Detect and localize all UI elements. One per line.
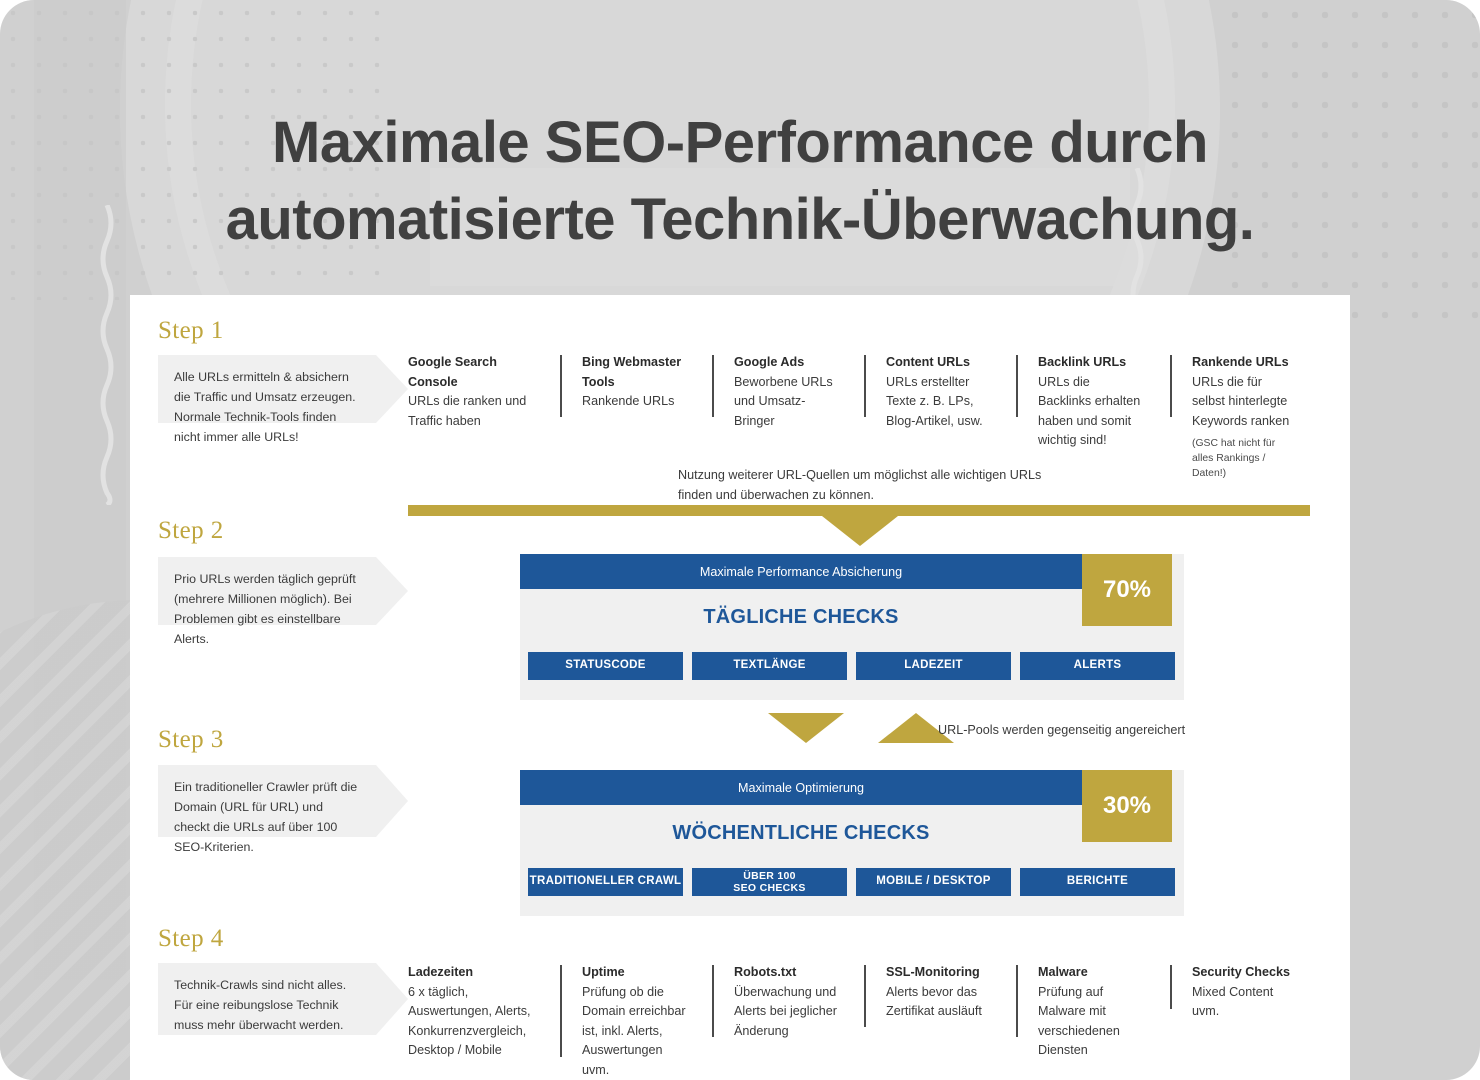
column-title: SSL-Monitoring bbox=[886, 965, 980, 979]
column-text: Prüfung auf Malware mit verschiedenen Di… bbox=[1038, 984, 1120, 1058]
column-text: Alerts bevor das Zertifikat ausläuft bbox=[886, 984, 982, 1019]
column-title: Content URLs bbox=[886, 355, 970, 369]
chip-mobile-desktop[interactable]: MOBILE / DESKTOP bbox=[856, 868, 1011, 896]
chip-ueber-100-seo-checks[interactable]: ÜBER 100 SEO CHECKS bbox=[692, 868, 847, 896]
chip-alerts[interactable]: ALERTS bbox=[1020, 652, 1175, 680]
column-title: Security Checks bbox=[1192, 965, 1291, 979]
column-title: Uptime bbox=[582, 965, 625, 979]
step-callout-4: Technik-Crawls sind nicht alles. Für ein… bbox=[158, 963, 408, 1035]
callout-arrow-icon bbox=[376, 557, 408, 625]
column-google-ads: Google Ads Beworbene URLs und Umsatz-Bri… bbox=[712, 353, 840, 481]
column-security-checks: Security Checks Mixed Content uvm. bbox=[1170, 963, 1298, 1080]
column-bing-webmaster-tools: Bing Webmaster Tools Rankende URLs bbox=[560, 353, 688, 481]
column-title: Google Ads bbox=[734, 355, 805, 369]
chip-berichte[interactable]: BERICHTE bbox=[1020, 868, 1175, 896]
step-callout-1: Alle URLs ermitteln & absichern die Traf… bbox=[158, 355, 408, 444]
connector-note-step1-step2: Nutzung weiterer URL-Quellen um möglichs… bbox=[678, 468, 1042, 503]
column-robots-txt: Robots.txt Überwachung und Alerts bei je… bbox=[712, 963, 840, 1080]
panel-bar-label-daily: Maximale Performance Absicherung bbox=[520, 554, 1082, 589]
chip-statuscode[interactable]: STATUSCODE bbox=[528, 652, 683, 680]
page-title: Maximale SEO-Performance durch automatis… bbox=[0, 104, 1480, 258]
diagram-card: Step 1 Alle URLs ermitteln & absichern d… bbox=[130, 295, 1350, 1080]
gold-connector-bar bbox=[408, 505, 1310, 516]
panel-chips-weekly: TRADITIONELLER CRAWL ÜBER 100 SEO CHECKS… bbox=[528, 868, 1176, 896]
panel-bar-label-weekly: Maximale Optimierung bbox=[520, 770, 1082, 805]
step-callout-2-text: Prio URLs werden täglich geprüft (mehrer… bbox=[158, 557, 376, 646]
step-label-4: Step 4 bbox=[158, 925, 224, 952]
column-note: (GSC hat nicht für alles Rankings / Date… bbox=[1192, 438, 1276, 479]
column-text: Beworbene URLs und Umsatz-Bringer bbox=[734, 374, 833, 428]
column-text: URLs die Backlinks erhalten haben und so… bbox=[1038, 374, 1141, 448]
panel-title-weekly: WÖCHENTLICHE CHECKS bbox=[672, 821, 930, 844]
chip-ladezeit[interactable]: LADEZEIT bbox=[856, 652, 1011, 680]
panel-percent-daily: 70% bbox=[1082, 554, 1172, 626]
panel-daily-checks: Maximale Performance Absicherung 70% TÄG… bbox=[520, 554, 1184, 700]
column-backlink-urls: Backlink URLs URLs die Backlinks erhalte… bbox=[1016, 353, 1146, 481]
chip-textlaenge[interactable]: TEXTLÄNGE bbox=[692, 652, 847, 680]
column-divider bbox=[1170, 355, 1172, 417]
panel-percent-weekly: 30% bbox=[1082, 770, 1172, 842]
column-rankende-urls: Rankende URLs URLs die für selbst hinter… bbox=[1170, 353, 1298, 481]
column-title: Rankende URLs bbox=[1192, 355, 1289, 369]
column-text: Mixed Content uvm. bbox=[1192, 984, 1274, 1019]
step-1-columns: Google Search Console URLs die ranken un… bbox=[408, 353, 1328, 481]
column-divider bbox=[560, 355, 562, 417]
column-ladezeiten: Ladezeiten 6 x täglich, Auswertungen, Al… bbox=[408, 963, 536, 1080]
column-text: 6 x täglich, Auswertungen, Alerts, Konku… bbox=[408, 984, 531, 1058]
gold-arrow-up-icon bbox=[878, 713, 954, 743]
column-text: URLs erstellter Texte z. B. LPs, Blog-Ar… bbox=[886, 374, 983, 428]
gold-arrow-down-icon bbox=[822, 516, 898, 546]
column-title: Malware bbox=[1038, 965, 1088, 979]
column-uptime: Uptime Prüfung ob die Domain erreichbar … bbox=[560, 963, 688, 1080]
column-divider bbox=[1016, 355, 1018, 417]
callout-arrow-icon bbox=[376, 355, 408, 423]
callout-arrow-icon bbox=[376, 765, 408, 837]
step-callout-4-text: Technik-Crawls sind nicht alles. Für ein… bbox=[158, 963, 376, 1035]
column-text: URLs die ranken und Traffic haben bbox=[408, 394, 527, 428]
panel-title-daily: TÄGLICHE CHECKS bbox=[703, 605, 899, 628]
step-label-3: Step 3 bbox=[158, 726, 224, 753]
column-title: Robots.txt bbox=[734, 965, 797, 979]
column-text: Rankende URLs bbox=[582, 394, 675, 409]
column-content-urls: Content URLs URLs erstellter Texte z. B.… bbox=[864, 353, 992, 481]
column-divider bbox=[864, 355, 866, 417]
column-divider bbox=[560, 965, 562, 1057]
panel-chips-daily: STATUSCODE TEXTLÄNGE LADEZEIT ALERTS bbox=[528, 652, 1176, 680]
column-title: Bing Webmaster Tools bbox=[582, 355, 682, 389]
column-divider bbox=[1170, 965, 1172, 1009]
column-divider bbox=[1016, 965, 1018, 1037]
column-title: Ladezeiten bbox=[408, 965, 474, 979]
column-divider bbox=[712, 355, 714, 417]
step-label-2: Step 2 bbox=[158, 517, 224, 544]
step-callout-3-text: Ein traditioneller Crawler prüft die Dom… bbox=[158, 765, 376, 854]
panel-weekly-checks: Maximale Optimierung 30% WÖCHENTLICHE CH… bbox=[520, 770, 1184, 916]
step-label-1: Step 1 bbox=[158, 317, 224, 344]
column-text: Prüfung ob die Domain erreichbar ist, in… bbox=[582, 984, 686, 1077]
step-callout-1-text: Alle URLs ermitteln & absichern die Traf… bbox=[158, 355, 376, 444]
gold-arrow-down-icon-2 bbox=[768, 713, 844, 743]
column-google-search-console: Google Search Console URLs die ranken un… bbox=[408, 353, 536, 481]
column-text: URLs die für selbst hinterlegte Keywords… bbox=[1192, 374, 1290, 428]
step-4-columns: Ladezeiten 6 x täglich, Auswertungen, Al… bbox=[408, 963, 1328, 1080]
column-text: Überwachung und Alerts bei jeglicher Änd… bbox=[734, 984, 837, 1038]
step-callout-2: Prio URLs werden täglich geprüft (mehrer… bbox=[158, 557, 408, 646]
chip-traditioneller-crawl[interactable]: TRADITIONELLER CRAWL bbox=[528, 868, 683, 896]
column-divider bbox=[864, 965, 866, 1027]
page-title-line-1: Maximale SEO-Performance durch bbox=[272, 110, 1208, 175]
page-title-line-2: automatisierte Technik-Überwachung. bbox=[225, 187, 1255, 253]
step-callout-3: Ein traditioneller Crawler prüft die Dom… bbox=[158, 765, 408, 854]
column-title: Google Search Console bbox=[408, 355, 497, 389]
column-malware: Malware Prüfung auf Malware mit verschie… bbox=[1016, 963, 1146, 1080]
callout-arrow-icon bbox=[376, 963, 408, 1035]
column-divider bbox=[712, 965, 714, 1037]
column-ssl-monitoring: SSL-Monitoring Alerts bevor das Zertifik… bbox=[864, 963, 992, 1080]
column-title: Backlink URLs bbox=[1038, 355, 1127, 369]
connector-note-step2-step3: URL-Pools werden gegenseitig angereicher… bbox=[938, 723, 1186, 737]
